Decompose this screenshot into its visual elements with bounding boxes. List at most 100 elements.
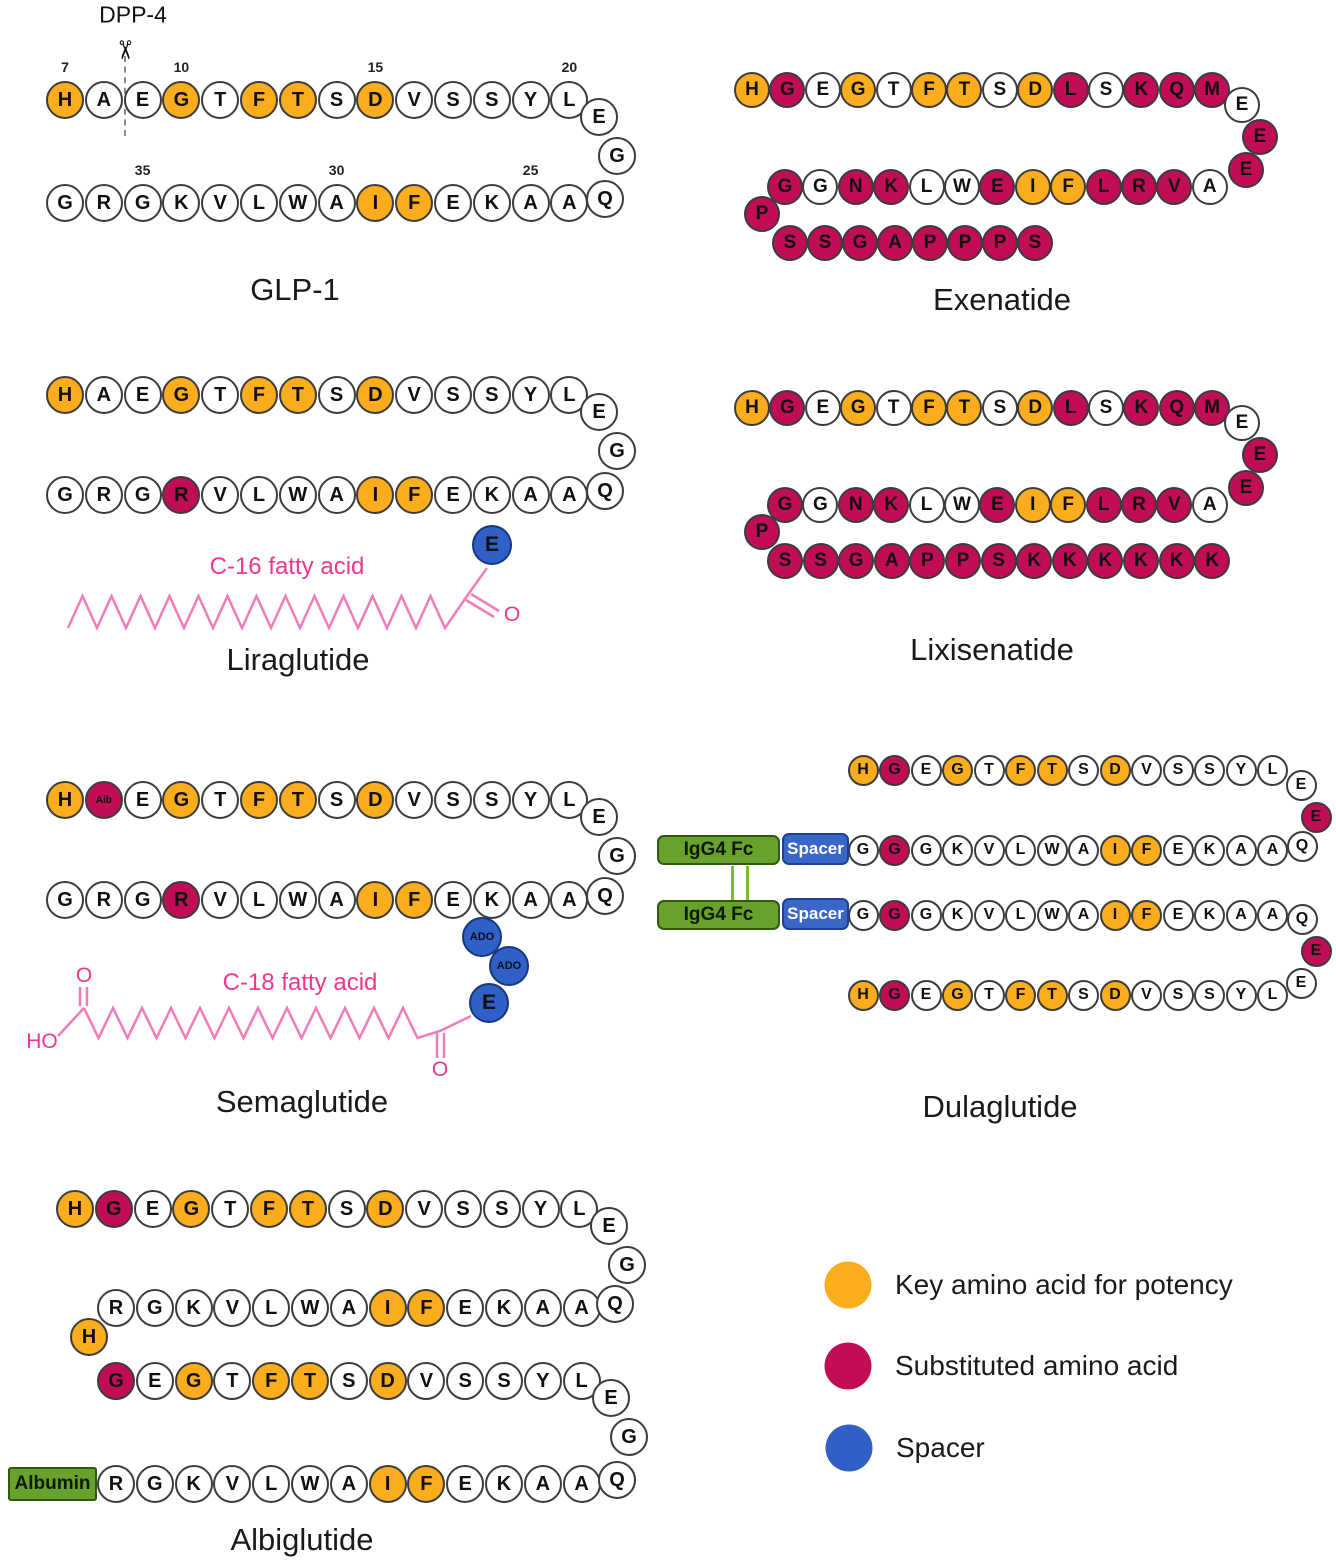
residue-circle: F (1131, 899, 1162, 931)
residue-circle: V (201, 476, 240, 514)
residue-circle: S (1194, 754, 1225, 786)
residue-circle: V (395, 376, 434, 414)
residue-circle: S (1162, 979, 1194, 1011)
residue-circle: R (84, 881, 123, 919)
residue-circle: G (123, 476, 162, 514)
residue-circle: S (981, 390, 1018, 426)
residue-circle: N (837, 169, 874, 205)
residue-circle: D (356, 781, 395, 819)
residue-circle: F (1005, 979, 1036, 1011)
residue-circle: G (802, 487, 839, 523)
igg4-fc-box: IgG4 Fc (657, 835, 780, 865)
residue-circle: T (875, 72, 912, 108)
residue-circle: G (769, 72, 806, 108)
residue-circle: G (879, 754, 910, 786)
panel-title-lixisenatide: Lixisenatide (910, 632, 1074, 667)
residue-circle: S (434, 81, 472, 119)
residue-circle: P (744, 514, 780, 550)
residue-circle: T (201, 781, 240, 819)
residue-circle: Y (511, 81, 550, 119)
residue-circle: G (847, 899, 879, 931)
residue-circle: E (123, 376, 162, 414)
residue-circle: T (1036, 979, 1068, 1011)
residue-circle: K (472, 881, 511, 919)
residue-circle: K (472, 476, 511, 514)
residue-circle: S (472, 376, 511, 414)
residue-circle: K (1194, 899, 1225, 931)
residue-circle: H (70, 1318, 108, 1356)
residue-circle: F (395, 476, 434, 514)
residue-circle: S (1162, 754, 1194, 786)
sequence-number: 30 (328, 162, 345, 178)
fc-link-line (746, 866, 749, 900)
residue-circle: V (213, 1289, 252, 1327)
residue-circle: P (909, 543, 946, 579)
residue-circle: P (945, 543, 981, 579)
residue-circle: A (329, 1289, 368, 1327)
residue-circle: H (56, 1190, 94, 1228)
residue-circle: S (980, 543, 1017, 579)
residue-circle: G (135, 1465, 174, 1503)
panel-title-exenatide: Exenatide (933, 282, 1071, 317)
residue-circle: G (942, 754, 973, 786)
residue-circle: K (1123, 72, 1160, 108)
residue-circle: G (46, 881, 84, 919)
residue-circle: L (908, 169, 945, 205)
residue-circle: I (368, 1289, 407, 1327)
residue-circle: W (1036, 834, 1068, 866)
residue-circle: A (877, 225, 913, 261)
residue-circle: F (1131, 834, 1162, 866)
residue-circle: S (807, 225, 843, 261)
residue-circle: E (446, 1465, 485, 1503)
residue-circle: G (172, 1190, 211, 1228)
residue-circle: E (580, 798, 618, 836)
residue-circle: G (598, 837, 636, 875)
residue-circle: ADO (489, 946, 529, 986)
residue-circle: D (368, 1362, 407, 1400)
residue-circle: A (1068, 834, 1099, 866)
residue-circle: G (769, 390, 806, 426)
sequence-number: 35 (134, 162, 151, 178)
residue-circle: L (908, 487, 945, 523)
residue-circle: A (1191, 487, 1228, 523)
residue-circle: A (1257, 834, 1288, 866)
residue-circle: E (590, 1207, 628, 1245)
residue-circle: E (135, 1362, 174, 1400)
residue-circle: A (550, 881, 589, 919)
residue-circle: A (511, 881, 550, 919)
residue-circle: V (1156, 487, 1193, 523)
residue-circle: I (1014, 169, 1051, 205)
residue-circle: L (1005, 899, 1036, 931)
residue-circle: G (94, 1190, 133, 1228)
residue-circle: W (291, 1465, 329, 1503)
dpp4-label: DPP-4 (99, 1, 167, 28)
residue-circle: I (1099, 899, 1131, 931)
legend-swatch-key (824, 1261, 872, 1309)
residue-circle: L (240, 184, 278, 222)
residue-circle: D (356, 81, 395, 119)
residue-circle: L (1257, 979, 1288, 1011)
residue-circle: G (840, 390, 877, 426)
residue-circle: V (201, 184, 240, 222)
residue-circle: E (123, 781, 162, 819)
residue-circle: S (772, 225, 808, 261)
residue-circle: K (1158, 543, 1195, 579)
residue-circle: G (123, 184, 162, 222)
legend-label-key: Key amino acid for potency (895, 1269, 1233, 1300)
residue-circle: K (1087, 543, 1124, 579)
residue-circle: Q (596, 1285, 634, 1323)
panel-title-semaglutide: Semaglutide (215, 1084, 389, 1119)
residue-circle: H (734, 72, 770, 108)
residue-circle: W (278, 881, 317, 919)
residue-circle: F (395, 184, 434, 222)
residue-circle: R (97, 1289, 135, 1327)
residue-circle: L (1085, 169, 1122, 205)
residue-circle: T (201, 376, 240, 414)
residue-circle: A (873, 543, 910, 579)
residue-circle: D (356, 376, 395, 414)
residue-circle: F (911, 390, 947, 426)
residue-circle: V (973, 899, 1005, 931)
residue-circle: Q (1158, 390, 1195, 426)
residue-circle: A (511, 476, 550, 514)
residue-circle: R (162, 881, 201, 919)
